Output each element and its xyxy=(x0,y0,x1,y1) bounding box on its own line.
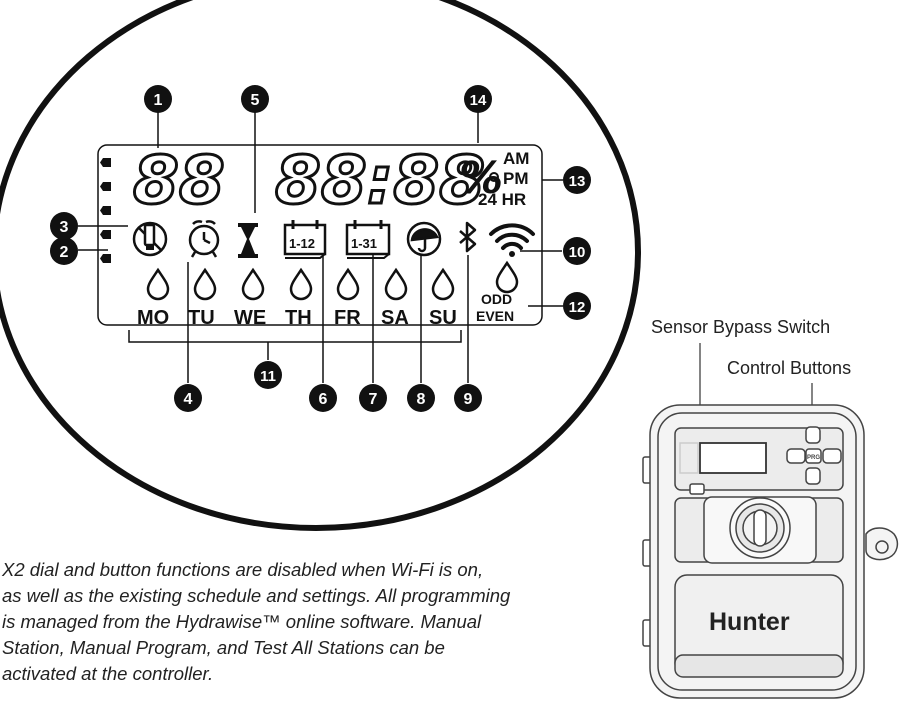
brand-logo: Hunter xyxy=(709,608,790,636)
svg-text:1: 1 xyxy=(154,92,163,109)
wifi-icon xyxy=(489,223,535,257)
svg-text:13: 13 xyxy=(569,173,586,190)
svg-text:9: 9 xyxy=(464,391,473,408)
water-drop-icon xyxy=(289,267,313,301)
callout-8: 8 xyxy=(407,384,435,412)
pm-dot-icon xyxy=(489,172,499,182)
note-line: as well as the existing schedule and set… xyxy=(2,585,511,606)
bluetooth-icon xyxy=(459,221,477,253)
note-line: activated at the controller. xyxy=(2,663,214,684)
callout-3: 3 xyxy=(50,212,78,240)
hourglass-icon xyxy=(238,223,258,258)
note-line: Station, Manual Program, and Test All St… xyxy=(2,637,445,658)
calendar-interval-icon: 1-12 xyxy=(283,220,327,259)
note-line: X2 dial and button functions are disable… xyxy=(2,559,484,580)
day-tu: TU xyxy=(188,307,215,329)
odd-indicator: ODD xyxy=(481,291,512,307)
callout-13: 13 xyxy=(563,166,591,194)
day-th: TH xyxy=(285,307,312,329)
station-indicator-bars xyxy=(100,158,111,263)
water-drop-icon xyxy=(336,267,360,301)
magnifier-ellipse xyxy=(0,0,641,531)
pm-indicator: PM xyxy=(503,169,529,188)
controller-illustration: PRG xyxy=(642,404,899,699)
svg-text:7: 7 xyxy=(369,391,378,408)
callout-9: 9 xyxy=(454,384,482,412)
svg-text:4: 4 xyxy=(184,391,193,408)
callout-7: 7 xyxy=(359,384,387,412)
callout-11: 11 xyxy=(254,361,282,389)
svg-text:12: 12 xyxy=(569,299,586,316)
callout-14: 14 xyxy=(464,85,492,113)
water-drop-row xyxy=(146,260,519,301)
callout-2: 2 xyxy=(50,237,78,265)
svg-text:5: 5 xyxy=(251,92,260,109)
day-fr: FR xyxy=(334,307,361,329)
day-we: WE xyxy=(234,307,266,329)
svg-text:1-12: 1-12 xyxy=(289,236,315,251)
rain-delay-umbrella-icon xyxy=(406,221,442,257)
svg-text:10: 10 xyxy=(569,244,586,261)
water-drop-icon xyxy=(241,267,265,301)
percent-symbol: % xyxy=(459,153,503,204)
control-buttons-label: Control Buttons xyxy=(727,358,851,378)
callout-12: 12 xyxy=(563,292,591,320)
alarm-clock-icon xyxy=(188,220,220,258)
water-drop-icon xyxy=(431,267,455,301)
svg-text:14: 14 xyxy=(470,92,487,109)
callout-1: 1 xyxy=(144,85,172,113)
prg-button-label: PRG xyxy=(807,455,820,461)
callouts: 1 2 3 4 5 6 7 8 9 10 11 12 13 14 xyxy=(50,85,591,412)
station-digits: 88 xyxy=(133,142,225,219)
water-drop-icon xyxy=(146,267,170,301)
even-indicator: EVEN xyxy=(476,308,514,324)
hr24-indicator: 24 HR xyxy=(478,190,526,209)
svg-text:1-31: 1-31 xyxy=(351,236,377,251)
callout-5: 5 xyxy=(241,85,269,113)
callout-4: 4 xyxy=(174,384,202,412)
am-indicator: AM xyxy=(503,149,529,168)
lcd-frame xyxy=(97,144,543,326)
day-su: SU xyxy=(429,307,457,329)
svg-text:11: 11 xyxy=(260,368,276,385)
callout-10: 10 xyxy=(563,237,591,265)
time-digits: 88:88 xyxy=(275,142,485,219)
svg-text:2: 2 xyxy=(60,244,69,261)
rain-sensor-off-icon xyxy=(132,221,168,257)
callout-6: 6 xyxy=(309,384,337,412)
wifi-note: X2 dial and button functions are disable… xyxy=(2,557,602,687)
svg-text:8: 8 xyxy=(417,391,426,408)
leader-lines xyxy=(78,112,563,383)
water-drop-icon xyxy=(495,260,519,294)
note-line: is managed from the Hydrawise™ online so… xyxy=(2,611,482,632)
day-mo: MO xyxy=(137,307,169,329)
day-labels: MO TU WE TH FR SA SU xyxy=(137,307,457,329)
svg-text:6: 6 xyxy=(319,391,328,408)
svg-text:3: 3 xyxy=(60,219,69,236)
water-drop-icon xyxy=(384,267,408,301)
calendar-monthly-icon: 1-31 xyxy=(345,220,391,259)
day-sa: SA xyxy=(381,307,409,329)
sensor-bypass-label: Sensor Bypass Switch xyxy=(651,317,830,337)
water-drop-icon xyxy=(193,267,217,301)
